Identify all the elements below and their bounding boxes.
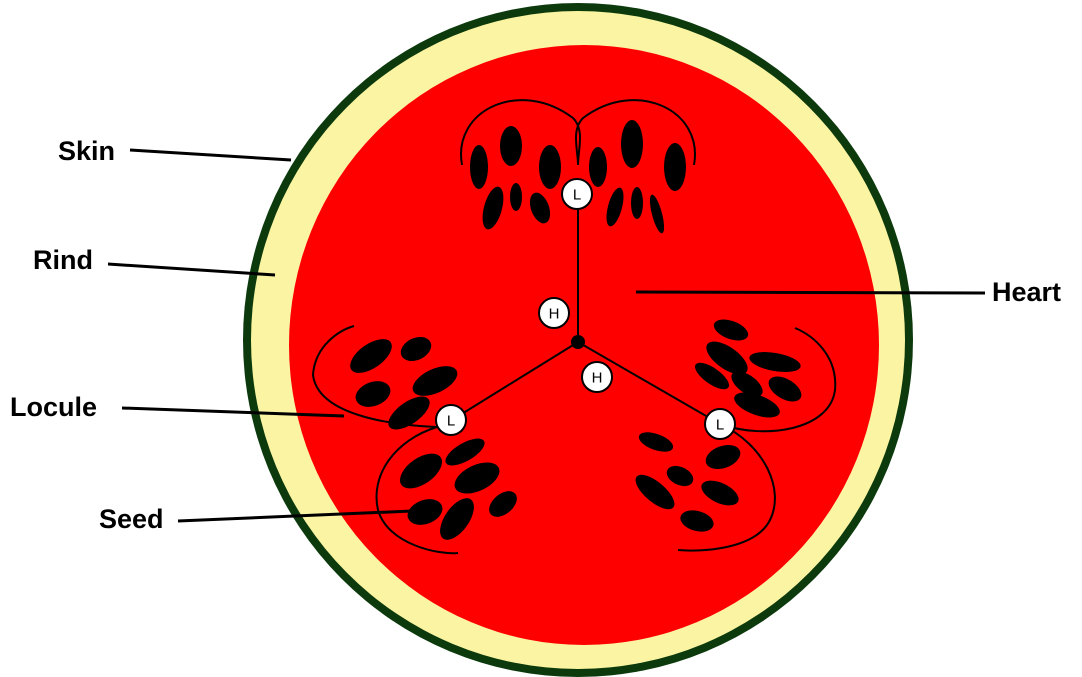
label-seed: Seed xyxy=(99,504,164,534)
marker-locule-right: L xyxy=(705,409,735,439)
marker-heart-lower: H xyxy=(582,362,612,392)
seed xyxy=(631,187,643,219)
seed xyxy=(510,183,522,211)
seed xyxy=(470,145,488,189)
leader-skin xyxy=(130,150,291,160)
marker-heart-upper: H xyxy=(539,298,569,328)
leader-heart xyxy=(636,292,985,293)
marker-locule-top: L xyxy=(562,179,592,209)
label-rind: Rind xyxy=(33,245,93,275)
label-heart: Heart xyxy=(992,277,1061,307)
svg-text:H: H xyxy=(592,370,603,387)
seed xyxy=(664,143,686,191)
label-locule: Locule xyxy=(10,392,97,422)
center-dot xyxy=(571,335,585,349)
seed xyxy=(500,126,522,166)
svg-text:L: L xyxy=(716,417,724,434)
seed xyxy=(539,145,561,189)
seed xyxy=(621,120,643,168)
svg-text:H: H xyxy=(549,306,560,323)
seed xyxy=(589,147,607,187)
svg-text:L: L xyxy=(447,413,455,430)
label-skin: Skin xyxy=(58,136,115,166)
leader-rind xyxy=(108,264,275,275)
svg-text:L: L xyxy=(573,187,581,204)
marker-locule-left: L xyxy=(436,405,466,435)
